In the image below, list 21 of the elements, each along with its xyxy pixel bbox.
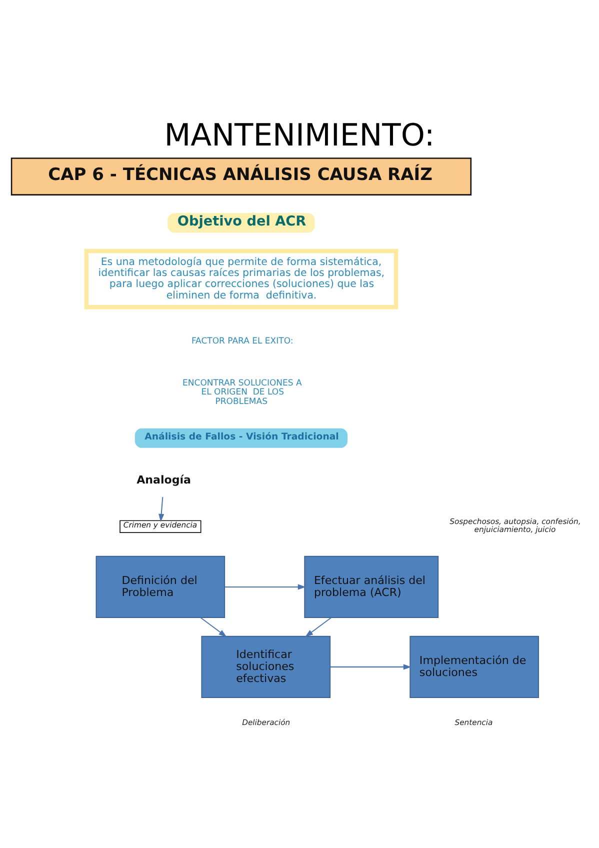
arrow [305, 616, 332, 637]
node-box: Objetivo del ACR [168, 212, 315, 232]
node-box: Es una metodología que permite de forma sistemática, identificar las causas raíces primarias de los problemas, para luego aplicar correcciones (soluciones) que las eliminen de forma definitiva. [84, 248, 398, 309]
arrow [158, 496, 164, 522]
node-label: Deliberación [242, 717, 290, 726]
diagram-title: MANTENIMIENTO: [164, 118, 435, 153]
node-box: Implementación de soluciones [410, 635, 539, 698]
label: FACTOR PARA EL EXITO: [191, 336, 294, 346]
node-box: CAP 6 - TÉCNICAS ANÁLISIS CAUSA RAÍZ [10, 157, 472, 195]
node-box: Definición del Problema [96, 555, 226, 618]
arrow [330, 664, 412, 670]
node-label: Sospechosos, autopsia, confesión, enjuiciamiento, juicio [450, 516, 581, 534]
node-label: Sentencia [454, 717, 493, 726]
node-box: Crimen y evidencia [120, 520, 202, 532]
label: ENCONTRAR SOLUCIONES A EL ORIGEN DE LOS PROBLEMAS [182, 378, 302, 407]
arrow [224, 584, 306, 590]
arrow [200, 616, 227, 637]
node-box: Identificar soluciones efectivas [201, 635, 331, 698]
node-box: Efectuar análisis del problema (ACR) [304, 555, 439, 618]
node-text: Analogía [136, 473, 191, 486]
node-box: Análisis de Fallos - Visión Tradicional [134, 428, 348, 448]
